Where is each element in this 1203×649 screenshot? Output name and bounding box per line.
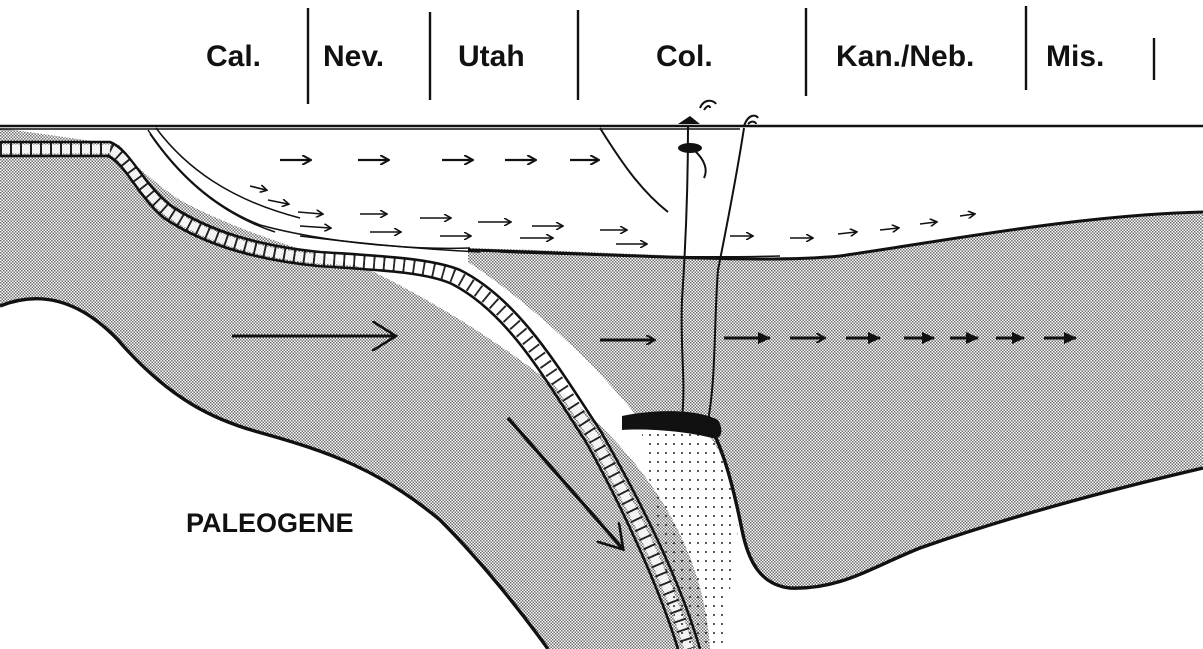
- state-label-nevada: Nev.: [323, 40, 384, 74]
- state-label-california: Cal.: [206, 40, 261, 74]
- shallow-flow-arrows: [250, 186, 974, 244]
- state-label-missouri: Mis.: [1046, 40, 1104, 74]
- era-label: PALEOGENE: [186, 508, 354, 539]
- state-label-utah: Utah: [458, 40, 525, 74]
- state-boundary-ticks: [308, 6, 1154, 104]
- mantle-left-body: [0, 128, 710, 649]
- state-label-kansas-nebraska: Kan./Neb.: [836, 40, 974, 74]
- state-label-colorado: Col.: [656, 40, 713, 74]
